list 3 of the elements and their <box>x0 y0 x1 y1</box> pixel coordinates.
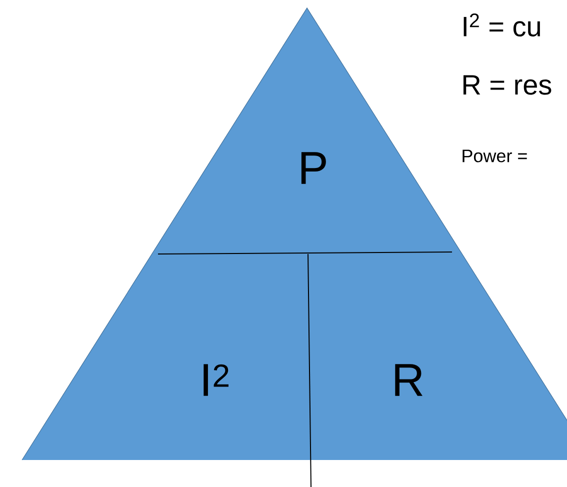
triangle-section: I$^{2}$ <box>22 253 310 460</box>
triangle-section: R <box>310 253 567 460</box>
triangle-section: P <box>152 8 462 253</box>
